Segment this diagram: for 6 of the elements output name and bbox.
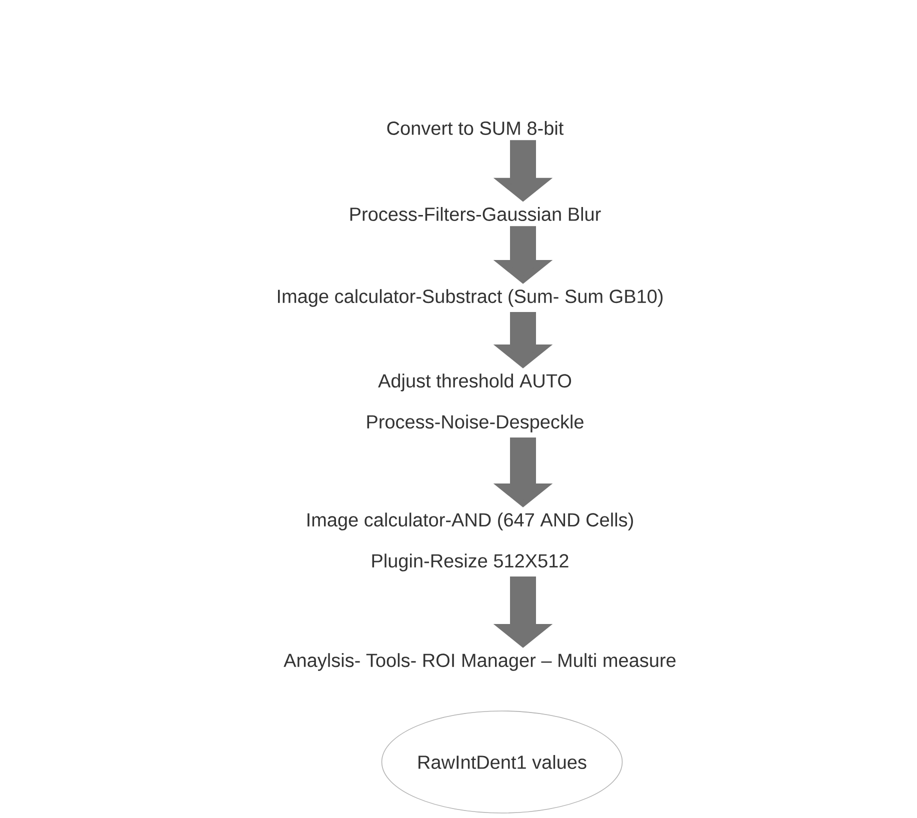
step-text: Image calculator-Substract (Sum- Sum GB10) (278, 289, 663, 307)
step-text: Convert to SUM 8-bit (387, 121, 564, 135)
step-text: Anaylsis- Tools- ROI Manager – Multi measure (284, 653, 676, 671)
step-text: Process-Filters-Gaussian Blur (350, 207, 601, 221)
step-text: Image calculator-AND (647 AND Cells) Plugin-Resize 512X512 (308, 512, 633, 572)
step-text: Adjust threshold AUTO Process-Noise-Despeckle (367, 374, 584, 432)
